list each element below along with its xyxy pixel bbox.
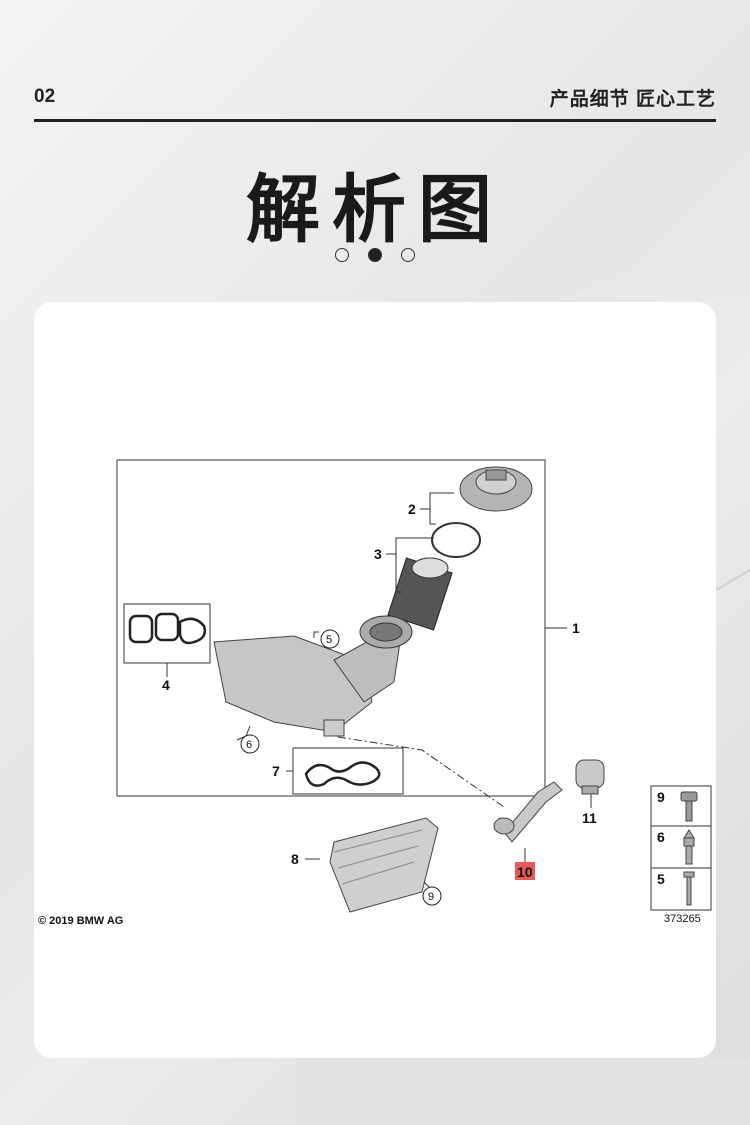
callout-5-ring [320,629,340,649]
pager-dot-2[interactable] [368,248,382,262]
legend-item-5: 5 [657,871,665,887]
callout-4: 4 [162,677,170,693]
callout-5: 5 [326,634,332,646]
background-shard [296,1058,750,1125]
filter-cap-drawing [459,466,533,512]
pager-dot-3[interactable] [401,248,415,262]
oil-pipe-drawing [493,781,563,843]
page-number: 02 [34,86,56,107]
callout-6: 6 [246,739,252,751]
drawing-number: 373265 [664,913,701,925]
bolt-5-drawing [683,871,695,906]
callout-11: 11 [582,810,597,826]
callout-8: 8 [291,851,299,867]
callout-2: 2 [408,501,416,517]
header-divider [34,119,716,122]
header-caption: 产品细节 匠心工艺 [549,89,716,110]
gasket-set-drawing [128,612,207,645]
heat-exchanger-drawing [329,817,439,913]
legend-item-6: 6 [657,829,665,845]
callout-7: 7 [272,763,280,779]
pager-dot-1[interactable] [335,248,349,262]
callout-10-highlight [515,862,535,880]
callout-10: 10 [517,864,533,880]
connection-line [337,736,505,808]
callout-9: 9 [428,891,434,903]
copyright-notice: © 2019 BMW AG [38,915,123,927]
filter-housing-drawing [213,615,413,737]
callout-9-ring [422,886,442,906]
legend-item-9: 9 [657,789,665,805]
page-title: 解析图 [246,167,504,253]
o-ring-drawing [431,522,481,558]
diagram-card: 2 3 1 4 5 6 7 8 9 10 11 9 6 5 [34,302,716,1058]
filter-element-drawing [387,557,453,631]
hardware-legend: 9 6 5 [650,785,712,911]
bolt-9-drawing [680,791,698,822]
exploded-parts-diagram: 2 3 1 4 5 6 7 8 9 10 11 9 6 5 [38,459,712,927]
gasket-drawing [304,761,381,787]
connector-drawing [575,759,605,795]
callout-1: 1 [572,620,580,636]
callout-3: 3 [374,546,382,562]
bolt-6-drawing [683,829,695,865]
callout-6-ring [240,734,260,754]
pagination-dots [0,248,750,262]
